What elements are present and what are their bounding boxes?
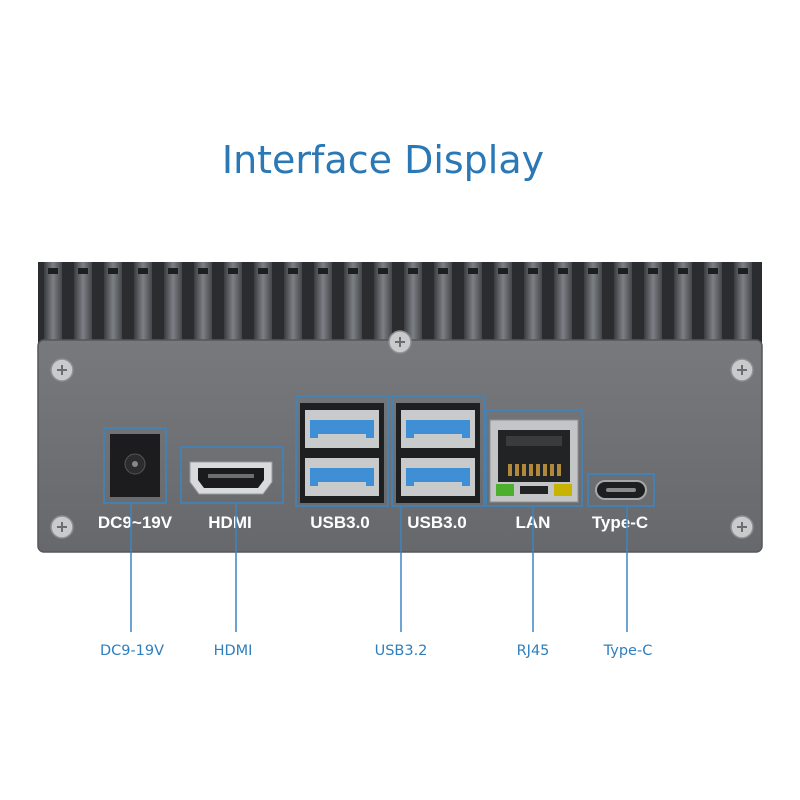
fin-vent-slot: [438, 268, 448, 274]
fin-vent-slot: [558, 268, 568, 274]
lan-pin: [557, 464, 561, 476]
heatsink-fin: [314, 262, 332, 342]
heatsink-fin: [194, 262, 212, 342]
fin-vent-slot: [408, 268, 418, 274]
fin-vent-slot: [588, 268, 598, 274]
fin-vent-slot: [318, 268, 328, 274]
heatsink-fin: [524, 262, 542, 342]
callout-lines: [130, 503, 628, 632]
lan-pin: [529, 464, 533, 476]
link-led-green: [496, 484, 514, 496]
heatsink-fin: [554, 262, 572, 342]
fin-vent-slot: [258, 268, 268, 274]
heatsink-fin: [44, 262, 62, 342]
hdmi-port: [180, 446, 284, 504]
fin-vent-slot: [738, 268, 748, 274]
panel-screws: [50, 330, 754, 539]
heatsink-fin: [344, 262, 362, 342]
heatsink-fin: [494, 262, 512, 342]
type-c-port: [587, 473, 655, 507]
fin-vent-slot: [138, 268, 148, 274]
lan-pin: [536, 464, 540, 476]
fin-vent-slot: [198, 268, 208, 274]
fin-vent-slot: [378, 268, 388, 274]
heatsink-fin: [74, 262, 92, 342]
fin-vent-slot: [468, 268, 478, 274]
usb-b-panel-label: USB3.0: [407, 513, 467, 532]
hdmi-callout-label: HDMI: [214, 643, 253, 659]
heatsink-fin: [284, 262, 302, 342]
usb-a-panel-label: USB3.0: [310, 513, 370, 532]
screw-cross: [737, 522, 747, 532]
typec-callout-label: Type-C: [603, 643, 653, 659]
dc-power-port: [103, 427, 167, 504]
heatsink-fin: [584, 262, 602, 342]
heatsink-fin: [404, 262, 422, 342]
rj45-callout-label: RJ45: [517, 643, 550, 659]
heatsink-fin: [164, 262, 182, 342]
fin-vent-slot: [648, 268, 658, 274]
fin-vent-slot: [108, 268, 118, 274]
lan-pin: [550, 464, 554, 476]
fin-vent-slot: [78, 268, 88, 274]
screw-cross: [737, 365, 747, 375]
usb-port-group-a: [295, 395, 389, 507]
heatsink-fin: [704, 262, 722, 342]
screw-cross: [395, 337, 405, 347]
heatsink-fin: [734, 262, 752, 342]
usb-port-group-b: [391, 395, 485, 507]
lan-pin: [543, 464, 547, 476]
fin-vent-slot: [708, 268, 718, 274]
screw-cross: [57, 522, 67, 532]
heatsink-fin: [134, 262, 152, 342]
heatsink-fin: [644, 262, 662, 342]
dc-panel-label: DC9~19V: [98, 513, 173, 532]
lan-rj45-port: [485, 409, 583, 507]
fin-vent-slot: [168, 268, 178, 274]
fin-vent-slot: [288, 268, 298, 274]
fin-vent-slot: [618, 268, 628, 274]
screw-cross: [57, 365, 67, 375]
typec-panel-label: Type-C: [592, 513, 648, 532]
heatsink-fin: [254, 262, 272, 342]
activity-led-yellow: [554, 484, 572, 496]
fin-vent-slot: [48, 268, 58, 274]
heatsink-fin: [674, 262, 692, 342]
fin-vent-slot: [678, 268, 688, 274]
lan-pin: [508, 464, 512, 476]
heatsink-fin: [104, 262, 122, 342]
fin-vent-slot: [528, 268, 538, 274]
fin-vent-slot: [348, 268, 358, 274]
lan-pin: [522, 464, 526, 476]
fin-vent-slot: [228, 268, 238, 274]
usb-callout-label: USB3.2: [375, 643, 428, 659]
heatsink-fins: [44, 262, 752, 342]
page-title: Interface Display: [221, 138, 545, 182]
heatsink-fin: [374, 262, 392, 342]
lan-pin: [515, 464, 519, 476]
hdmi-panel-label: HDMI: [208, 513, 251, 532]
fin-vent-slot: [498, 268, 508, 274]
dc-callout-label: DC9-19V: [100, 643, 164, 659]
heatsink-fin: [434, 262, 452, 342]
heatsink-fin: [614, 262, 632, 342]
heatsink-fin: [224, 262, 242, 342]
heatsink-fin: [464, 262, 482, 342]
